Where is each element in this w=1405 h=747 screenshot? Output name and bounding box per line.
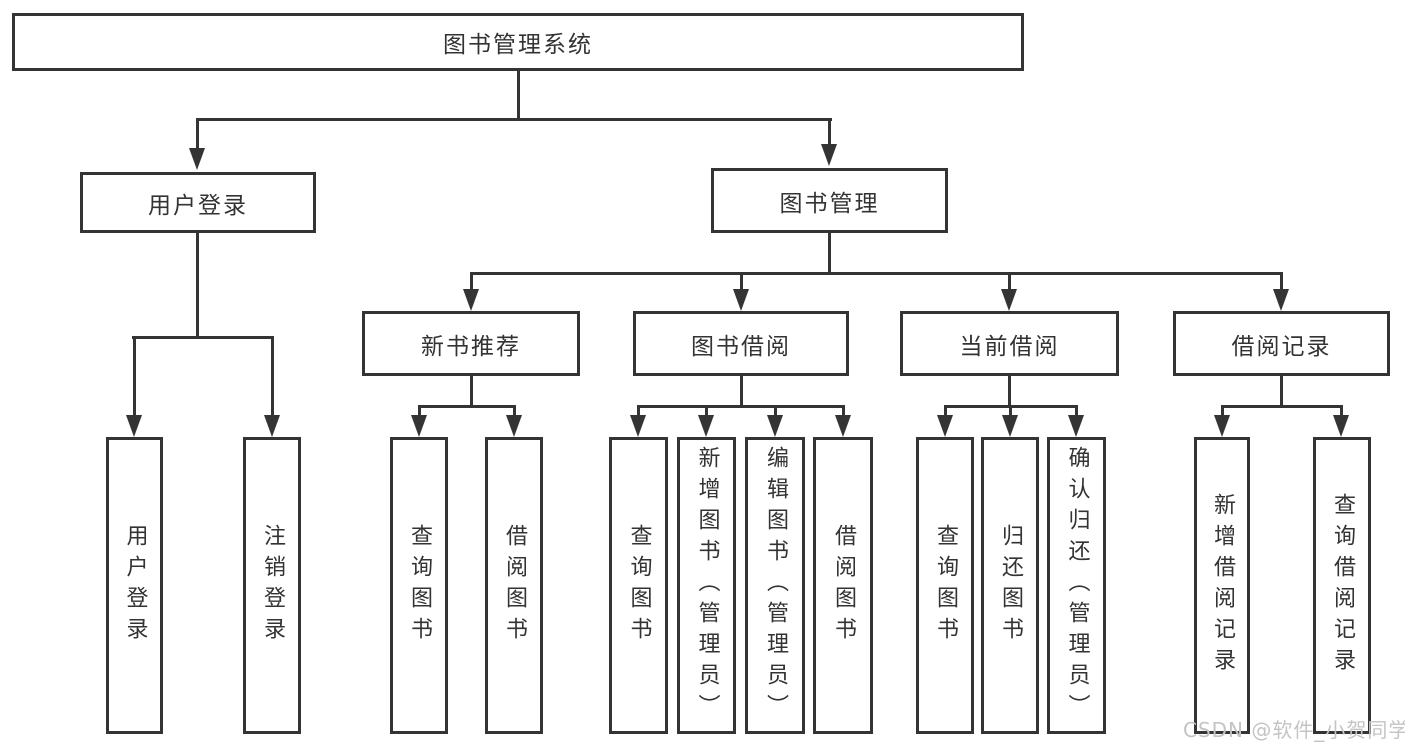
- connector-line: [842, 405, 845, 417]
- connector-line: [740, 376, 743, 407]
- node-book-management: 图书管理: [711, 168, 948, 233]
- leaf-records-add-record: 新增借阅记录: [1194, 437, 1250, 734]
- arrowhead-down-icon: [264, 415, 280, 437]
- connector-line: [828, 118, 831, 146]
- leaf-borrowing-edit-books-admin: 编辑图书（管理员）: [745, 437, 805, 734]
- arrowhead-down-icon: [937, 415, 953, 437]
- arrowhead-down-icon: [1068, 415, 1084, 437]
- arrowhead-down-icon: [1001, 289, 1017, 311]
- connector-line: [705, 405, 708, 417]
- connector-line: [1008, 272, 1011, 291]
- leaf-borrowing-borrow-books: 借阅图书: [813, 437, 873, 734]
- leaf-current-return-books: 归还图书: [981, 437, 1039, 734]
- connector-line: [196, 233, 199, 338]
- arrowhead-down-icon: [1002, 415, 1018, 437]
- leaf-logout: 注销登录: [243, 437, 301, 734]
- connector-line: [470, 272, 473, 291]
- arrowhead-down-icon: [821, 144, 837, 166]
- arrowhead-down-icon: [1214, 415, 1230, 437]
- arrowhead-down-icon: [1273, 289, 1289, 311]
- connector-line: [828, 233, 831, 274]
- leaf-records-query-record: 查询借阅记录: [1313, 437, 1371, 734]
- connector-line: [132, 336, 274, 339]
- leaf-recommend-borrow-books: 借阅图书: [485, 437, 543, 734]
- arrowhead-down-icon: [411, 415, 427, 437]
- arrowhead-down-icon: [189, 148, 205, 170]
- node-book-borrowing: 图书借阅: [633, 311, 849, 376]
- node-current-borrowing: 当前借阅: [900, 311, 1119, 376]
- arrowhead-down-icon: [463, 289, 479, 311]
- node-user-login: 用户登录: [80, 172, 316, 233]
- connector-line: [1008, 376, 1011, 407]
- connector-line: [1340, 405, 1343, 417]
- connector-line: [471, 272, 1283, 275]
- connector-line: [517, 71, 520, 118]
- leaf-borrowing-add-books-admin: 新增图书（管理员）: [677, 437, 736, 734]
- connector-line: [1222, 405, 1342, 408]
- node-library-system: 图书管理系统: [12, 13, 1024, 71]
- arrowhead-down-icon: [698, 415, 714, 437]
- node-new-book-recommend: 新书推荐: [362, 311, 580, 376]
- connector-line: [133, 336, 136, 417]
- connector-line: [1009, 405, 1012, 417]
- connector-line: [271, 336, 274, 417]
- connector-line: [637, 405, 640, 417]
- arrowhead-down-icon: [733, 289, 749, 311]
- leaf-recommend-query-books: 查询图书: [390, 437, 448, 734]
- arrowhead-down-icon: [506, 415, 522, 437]
- connector-line: [513, 405, 516, 417]
- arrowhead-down-icon: [767, 415, 783, 437]
- leaf-user-login: 用户登录: [106, 437, 163, 734]
- arrowhead-down-icon: [126, 415, 142, 437]
- leaf-current-query-books: 查询图书: [916, 437, 974, 734]
- arrowhead-down-icon: [630, 415, 646, 437]
- connector-line: [740, 272, 743, 291]
- node-borrowing-records: 借阅记录: [1173, 311, 1390, 376]
- connector-line: [470, 376, 473, 407]
- connector-line: [196, 118, 199, 150]
- connector-line: [774, 405, 777, 417]
- connector-line: [1075, 405, 1078, 417]
- arrowhead-down-icon: [1333, 415, 1349, 437]
- connector-line: [637, 405, 844, 408]
- connector-line: [418, 405, 515, 408]
- connector-line: [196, 118, 832, 121]
- connector-line: [1221, 405, 1224, 417]
- connector-line: [944, 405, 947, 417]
- connector-line: [418, 405, 421, 417]
- leaf-current-confirm-return-admin: 确认归还（管理员）: [1047, 437, 1106, 734]
- connector-line: [1280, 376, 1283, 407]
- watermark: CSDN @软件_小贺同学: [1183, 718, 1405, 742]
- leaf-borrowing-query-books: 查询图书: [609, 437, 668, 734]
- arrowhead-down-icon: [835, 415, 851, 437]
- connector-line: [1280, 272, 1283, 291]
